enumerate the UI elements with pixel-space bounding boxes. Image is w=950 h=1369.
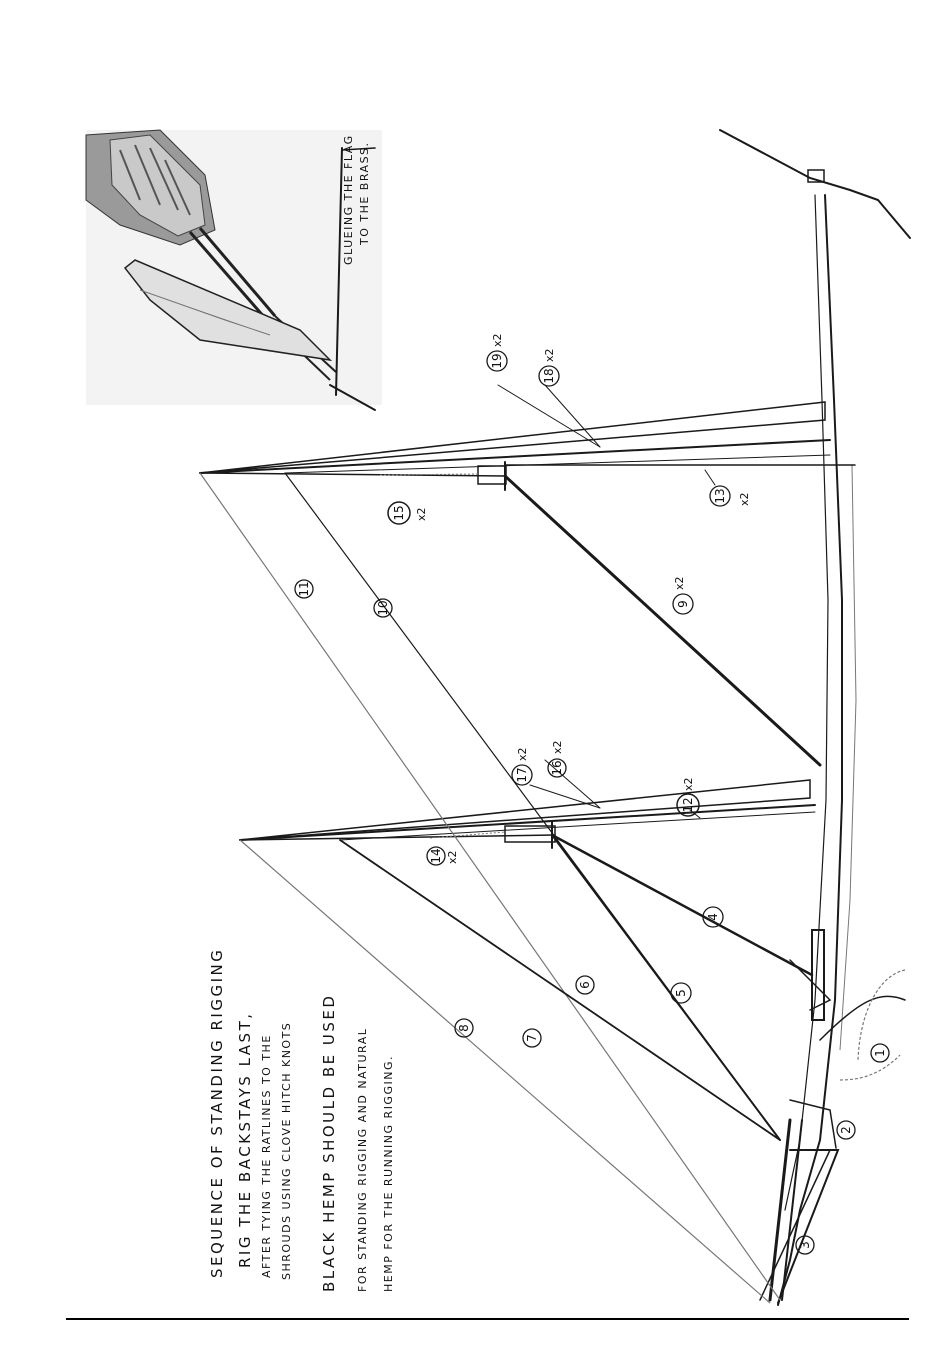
svg-text:2: 2 <box>839 1126 853 1134</box>
notes-line-6: HEMP FOR THE RUNNING RIGGING. <box>382 1055 395 1292</box>
hull <box>719 129 911 1306</box>
label-13: 13 x2 <box>709 485 751 507</box>
notes-line-4: BLACK HEMP SHOULD BE USED <box>320 994 338 1292</box>
label-18: 18 x2 <box>538 348 560 387</box>
foremast <box>239 779 816 849</box>
notes-title: SEQUENCE OF STANDING RIGGING <box>208 948 226 1278</box>
svg-text:6: 6 <box>578 981 592 989</box>
stay-4 <box>550 833 814 977</box>
bowsprit <box>759 929 906 1304</box>
notes-line-3: SHROUDS USING CLOVE HITCH KNOTS <box>280 1022 293 1280</box>
svg-text:16: 16 <box>550 760 564 775</box>
svg-text:x2: x2 <box>673 576 686 590</box>
svg-text:19: 19 <box>490 353 504 368</box>
stay-6 <box>339 839 781 1141</box>
label-5: 5 <box>670 982 692 1004</box>
stay-9 <box>503 474 822 767</box>
svg-text:18: 18 <box>542 368 556 383</box>
svg-text:x2: x2 <box>738 492 751 506</box>
svg-text:12: 12 <box>681 797 695 812</box>
svg-text:17: 17 <box>515 767 529 782</box>
label-8: 8 <box>454 1018 474 1038</box>
label-11: 11 <box>294 579 314 599</box>
svg-text:9: 9 <box>676 600 690 608</box>
hand-with-tweezers-illustration <box>85 129 376 411</box>
svg-text:13: 13 <box>713 488 727 503</box>
stays <box>199 384 822 1304</box>
svg-text:4: 4 <box>706 913 720 921</box>
footer-rule <box>66 1318 909 1320</box>
svg-text:8: 8 <box>457 1024 471 1032</box>
svg-text:x2: x2 <box>551 740 564 754</box>
notes-line-1: RIG THE BACKSTAYS LAST, <box>236 1011 254 1268</box>
label-6: 6 <box>575 975 595 995</box>
svg-text:1: 1 <box>873 1049 887 1057</box>
svg-text:14: 14 <box>429 848 443 863</box>
svg-text:x2: x2 <box>491 333 504 347</box>
svg-text:10: 10 <box>376 600 390 615</box>
svg-text:7: 7 <box>525 1034 539 1042</box>
svg-text:3: 3 <box>798 1241 812 1249</box>
label-7: 7 <box>522 1028 542 1048</box>
svg-text:x2: x2 <box>682 777 695 791</box>
label-3: 3 <box>795 1235 815 1255</box>
svg-text:11: 11 <box>297 581 311 596</box>
label-15: 15 x2 <box>387 501 428 525</box>
label-17: 17 x2 <box>511 747 533 786</box>
martingale-stay-3 <box>777 1149 840 1304</box>
rigging-labels: 1 2 3 4 5 6 7 <box>294 333 890 1255</box>
label-2: 2 <box>836 1120 856 1140</box>
label-16: 16 x2 <box>547 740 567 778</box>
label-12: 12 x2 <box>676 777 700 817</box>
notes-block: SEQUENCE OF STANDING RIGGING RIG THE BAC… <box>208 948 395 1292</box>
label-14: 14 x2 <box>426 846 459 866</box>
svg-text:15: 15 <box>392 505 406 520</box>
inset-caption-line1: GLUEING THE FLAG <box>342 134 355 265</box>
label-4: 4 <box>702 906 724 928</box>
label-10: 10 <box>373 598 393 618</box>
stay-11 <box>199 472 781 1301</box>
bobstay-2 <box>789 1099 837 1149</box>
label-1: 1 <box>870 1043 890 1063</box>
notes-line-2: AFTER TYING THE RATLINES TO THE <box>260 1034 273 1278</box>
label-19: 19 x2 <box>486 333 508 372</box>
notes-line-5: FOR STANDING RIGGING AND NATURAL <box>356 1028 369 1292</box>
flag-pole-leader <box>335 147 343 396</box>
svg-text:x2: x2 <box>446 850 459 864</box>
label-9: 9 x2 <box>672 576 694 615</box>
svg-text:x2: x2 <box>415 507 428 521</box>
svg-text:5: 5 <box>674 989 688 997</box>
stay-5 <box>551 834 781 1141</box>
inset-illustration: GLUEING THE FLAG TO THE BRASS. <box>85 129 382 411</box>
svg-text:x2: x2 <box>516 747 529 761</box>
svg-text:x2: x2 <box>543 348 556 362</box>
stay-8 <box>239 839 771 1304</box>
mainmast <box>199 401 856 491</box>
inset-caption-line2: TO THE BRASS. <box>358 141 371 246</box>
